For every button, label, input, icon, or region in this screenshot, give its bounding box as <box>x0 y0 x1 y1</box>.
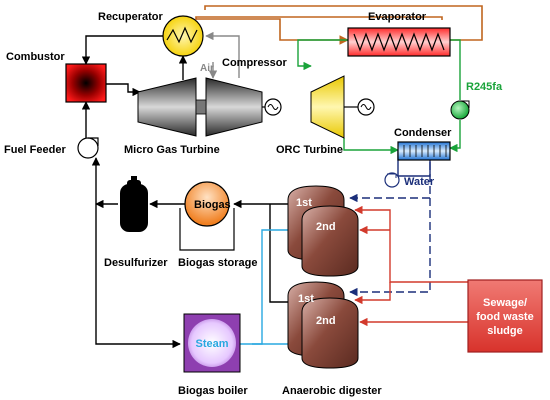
sludge-label-line2: food waste <box>476 311 533 323</box>
recuperator <box>162 15 204 57</box>
fuel-feeder-label: Fuel Feeder <box>4 144 66 156</box>
biogas-storage-label: Biogas storage <box>178 257 257 269</box>
biogas-boiler-label: Biogas boiler <box>178 385 248 397</box>
anaerobic-digester-label: Anaerobic digester <box>282 385 382 397</box>
air-gas-lines <box>81 31 240 97</box>
desulfurizer-label: Desulfurizer <box>104 257 168 269</box>
condenser <box>397 141 451 161</box>
water-label: Water <box>404 176 435 188</box>
biogas-storage <box>179 181 235 251</box>
recuperator-label: Recuperator <box>98 11 164 23</box>
evaporator-label: Evaporator <box>368 11 427 23</box>
r245fa-label: R245fa <box>466 81 503 93</box>
biogas-boiler <box>183 313 241 373</box>
digester-bottom-2nd-label: 2nd <box>316 315 336 327</box>
desulfurizer <box>120 176 148 232</box>
digester-top-1st-label: 1st <box>296 197 312 209</box>
orc-turbine <box>310 75 375 139</box>
sludge-lines <box>354 205 479 327</box>
biogas-lines <box>81 101 288 349</box>
condenser-label: Condenser <box>394 127 452 139</box>
combustor <box>65 63 107 103</box>
micro-gas-turbine-label: Micro Gas Turbine <box>124 144 220 156</box>
evaporator <box>347 27 451 57</box>
micro-gas-turbine <box>137 77 282 137</box>
combustor-label: Combustor <box>6 51 65 63</box>
r245fa-pump <box>450 100 470 120</box>
steam-label: Steam <box>195 338 228 350</box>
orc-turbine-label: ORC Turbine <box>276 144 343 156</box>
digester-bottom-1st-label: 1st <box>298 293 314 305</box>
sludge-source <box>467 279 543 353</box>
air-label: Air <box>200 63 214 74</box>
biogas-label: Biogas <box>194 199 231 211</box>
digester-bottom-2nd <box>301 297 359 369</box>
digester-top-2nd <box>301 205 359 277</box>
digester-top-2nd-label: 2nd <box>316 221 336 233</box>
compressor-label: Compressor <box>222 57 288 69</box>
orc-loop <box>297 39 461 155</box>
sludge-label-line3: sludge <box>487 325 522 337</box>
sludge-label-line1: Sewage/ <box>483 297 527 309</box>
water-pump <box>384 172 400 188</box>
fuel-feeder-pump <box>77 137 99 159</box>
